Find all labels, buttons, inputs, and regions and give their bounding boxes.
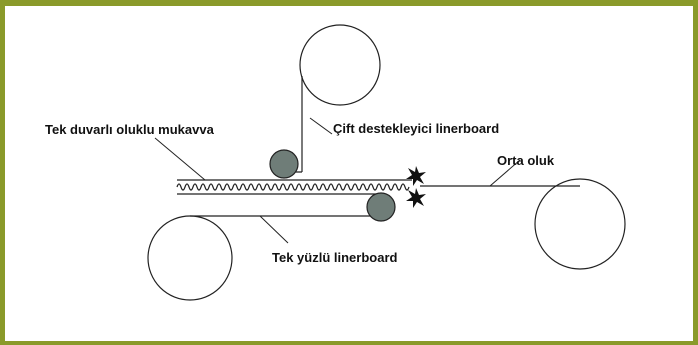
frame-left-border xyxy=(0,0,5,345)
frame-top-border xyxy=(0,0,698,6)
label-single-face-liner: Tek yüzlü linerboard xyxy=(272,250,398,265)
frame-right-border xyxy=(693,0,698,345)
frame-bottom-border xyxy=(0,341,698,345)
leader-single-wall xyxy=(154,137,206,181)
leader-medium xyxy=(489,159,521,187)
label-single-wall-board: Tek duvarlı oluklu mukavva xyxy=(45,122,215,137)
corrugated-medium-wave xyxy=(176,183,410,191)
leader-double-backer xyxy=(309,117,333,135)
lower-corrugating-gear-icon xyxy=(406,188,426,208)
leader-single-face xyxy=(259,215,289,244)
single-face-roll xyxy=(147,215,233,301)
upper-corrugating-gear-icon xyxy=(406,166,426,186)
label-medium: Orta oluk xyxy=(497,153,555,168)
medium-roll xyxy=(534,178,626,270)
label-double-backer-liner: Çift destekleyici linerboard xyxy=(333,121,499,136)
lower-pressure-roller xyxy=(366,192,396,222)
double-backer-roll xyxy=(299,24,381,106)
upper-pressure-roller xyxy=(269,149,299,179)
